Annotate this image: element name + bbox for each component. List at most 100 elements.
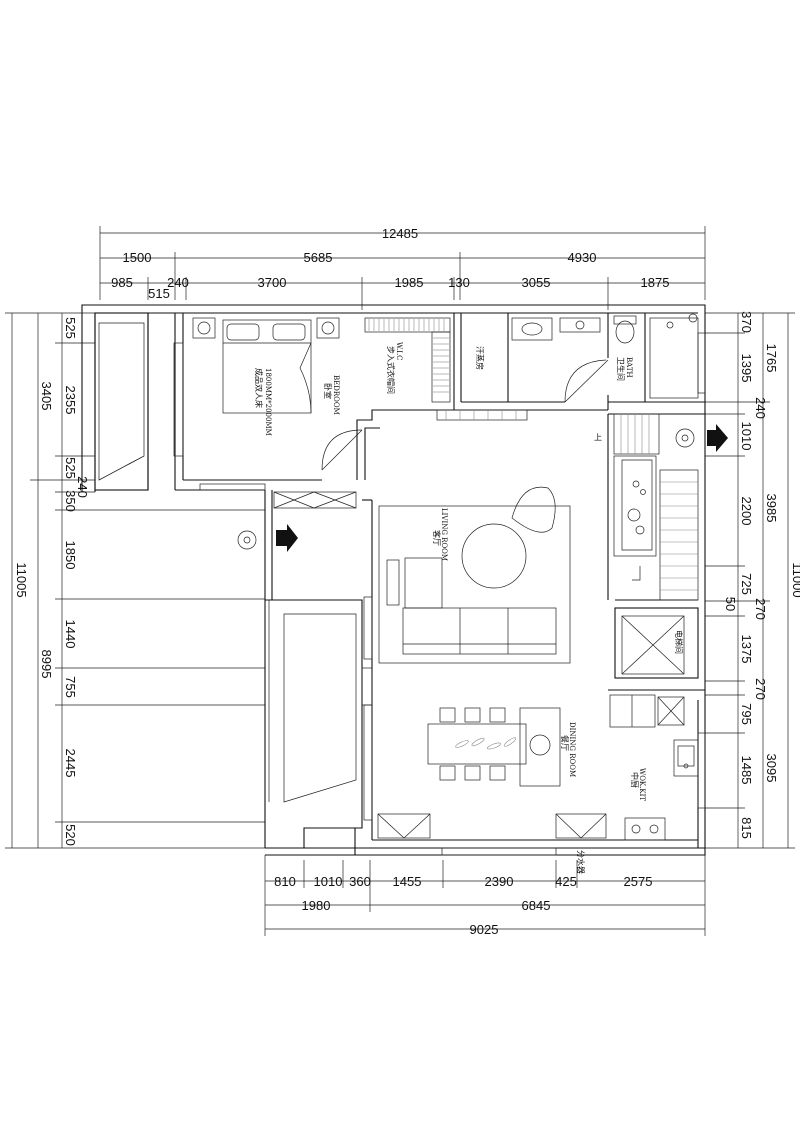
dim-right-seg2-9: 270: [753, 678, 768, 700]
shower-area: [649, 317, 699, 399]
stair-up-label: 上: [594, 433, 602, 442]
bath-label-en: BATH: [625, 357, 633, 378]
dim-bottom-seg1-6: 2575: [624, 874, 653, 889]
dim-left-seg2-8: 2445: [63, 749, 78, 778]
stove-icon: [624, 817, 666, 841]
dim-top-seg2-0: 985: [111, 275, 133, 290]
shower-icon: [666, 321, 674, 329]
dim-top-seg2-7: 1875: [641, 275, 670, 290]
sink-cabinet: [559, 317, 601, 333]
bath-label-cn: 卫生间: [616, 357, 626, 381]
dim-top-seg1-1: 5685: [304, 250, 333, 265]
dining-label-en: DINING ROOM: [568, 722, 576, 777]
dim-right-seg2-3: 1010: [739, 422, 754, 451]
double-bed: [222, 319, 312, 414]
dim-right-seg2-1: 1395: [739, 354, 754, 383]
dim-left-seg2-4: 350: [63, 490, 78, 512]
bedroom: 成品双人床 1800MM*2000MM BEDROOM 卧室: [192, 317, 363, 471]
dim-left-overall: 11005: [14, 562, 29, 597]
bed-note-1: 成品双人床: [254, 368, 264, 408]
staircase: 上: [594, 413, 699, 601]
bathroom: BATH 卫生间: [511, 313, 699, 403]
cabinets: [273, 491, 607, 839]
sideboard-right: [555, 813, 607, 839]
entry-cabinet: [273, 491, 357, 509]
dim-bottom-overall: 9025: [470, 922, 499, 937]
dim-left-seg1-1: 8995: [39, 650, 54, 679]
elevator-label: 电梯间: [674, 630, 684, 654]
entrance-arrow-icon: [707, 424, 728, 452]
dim-right-seg1-2: 3095: [764, 754, 779, 783]
dim-right-seg2-2: 240: [753, 397, 768, 419]
nightstand-left: [192, 317, 216, 339]
dim-right-seg2-5: 725: [739, 573, 754, 595]
entrance-stair: [675, 424, 728, 452]
nightstand-right: [316, 317, 340, 339]
water-divider-label: 分水器: [576, 850, 586, 874]
dim-right-seg2-11: 1485: [739, 756, 754, 785]
sideboard-left: [377, 813, 431, 839]
entrance-arrow-icon: [276, 524, 298, 552]
entrance-main: [237, 524, 298, 552]
right-dimensions: 11000 1765 3985 3095 370 1395 240 1010 2…: [705, 311, 800, 849]
kitchen: WOK.KIT 中厨: [609, 694, 699, 841]
sauna-label: 汗蒸房: [475, 346, 485, 370]
dim-right-overall: 11000: [790, 562, 800, 597]
dim-left-seg2-6: 1440: [63, 620, 78, 649]
dim-left-seg2-5: 1850: [63, 541, 78, 570]
fridge: [609, 694, 656, 728]
bedroom-label-en: BEDROOM: [332, 375, 340, 415]
lounge-chair: [511, 486, 556, 533]
top-dimensions: 12485 1500 5685 4930 985 240 515 3700 19…: [99, 226, 706, 310]
dim-top-seg2-5: 130: [448, 275, 470, 290]
dim-top-overall: 12485: [382, 226, 418, 241]
dining-label-cn: 餐厅: [560, 735, 569, 751]
dim-top-seg2-2: 515: [148, 286, 170, 301]
dim-right-seg2-8: 1375: [739, 635, 754, 664]
dim-bottom-seg2-0: 1980: [302, 898, 331, 913]
dining-table: [427, 723, 527, 765]
dining-room: DINING ROOM 餐厅: [427, 707, 576, 787]
dim-left-seg2-1: 2355: [63, 386, 78, 415]
dim-left-seg2-7: 755: [63, 676, 78, 698]
dim-right-seg2-10: 795: [739, 703, 754, 725]
dim-top-seg1-2: 4930: [568, 250, 597, 265]
dim-right-seg2-7: 270: [753, 598, 768, 620]
person-icon: [237, 530, 257, 550]
wic-label-en: W.I.C: [395, 342, 403, 361]
elevator: 电梯间: [621, 615, 685, 675]
dim-right-seg2-12: 815: [739, 817, 754, 839]
dim-right-seg2-0: 370: [739, 311, 754, 333]
dim-top-seg1-0: 1500: [123, 250, 152, 265]
dim-bottom-seg1-5: 425: [555, 874, 577, 889]
bed-note-2: 1800MM*2000MM: [264, 368, 272, 436]
walk-in-closet: W.I.C 步入式衣帽间: [364, 317, 451, 403]
living-label-en: LIVING ROOM: [440, 508, 448, 561]
kitchen-label-en: WOK.KIT: [638, 768, 646, 801]
bedroom-label-cn: 卧室: [323, 383, 333, 399]
dim-top-seg2-6: 3055: [522, 275, 551, 290]
dim-right-seg1-1: 3985: [764, 494, 779, 523]
dim-top-seg2-4: 1985: [395, 275, 424, 290]
dim-left-seg2-2: 525: [63, 457, 78, 479]
balcony-bottom: [265, 599, 373, 848]
person-icon: [675, 428, 695, 448]
dim-bottom-seg1-2: 360: [349, 874, 371, 889]
dim-right-seg1-0: 1765: [764, 344, 779, 373]
dim-bottom-seg1-4: 2390: [485, 874, 514, 889]
dim-bottom-seg1-0: 810: [274, 874, 296, 889]
dim-right-seg2-6: 50: [723, 597, 738, 611]
armchair: [404, 557, 443, 609]
dim-top-seg2-1: 240: [167, 275, 189, 290]
dim-bottom-seg1-3: 1455: [393, 874, 422, 889]
kitchen-label-cn: 中厨: [630, 772, 640, 788]
dining-island: [519, 707, 561, 787]
pillow-icon: [226, 323, 260, 341]
dim-top-seg2-3: 3700: [258, 275, 287, 290]
washbasin-icon: [511, 317, 553, 341]
toilet-icon: [613, 315, 637, 325]
balcony-top: [98, 322, 145, 481]
plant-icon: [529, 734, 551, 756]
pillow-icon: [272, 323, 306, 341]
